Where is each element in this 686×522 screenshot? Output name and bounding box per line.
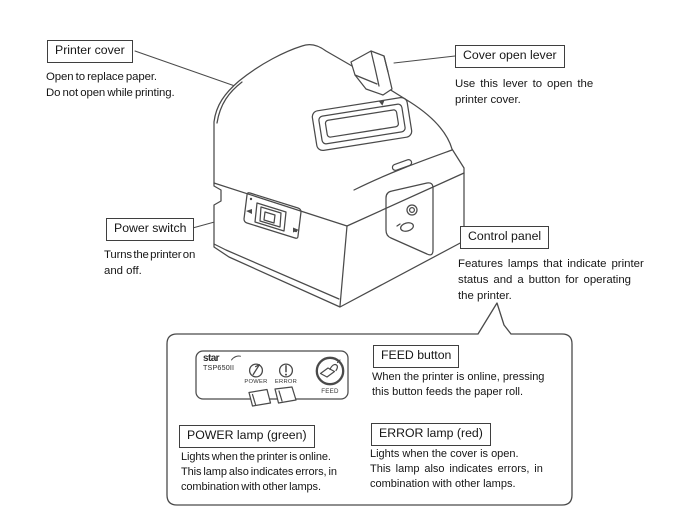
power-lamp-caption: POWER: [244, 378, 268, 385]
control-panel-recess: [385, 182, 434, 256]
lamp-tabs: [248, 386, 297, 407]
error-lamp-label: ERROR lamp (red): [371, 423, 491, 446]
power-switch-desc-line: and off.: [104, 265, 142, 277]
printer-cover-label: Printer cover: [47, 40, 133, 63]
control-panel-description: Features lamps that indicate printer sta…: [458, 256, 644, 304]
control-panel-label: Control panel: [460, 226, 550, 249]
printer-illustration: [213, 44, 465, 308]
power-lamp-desc-line: combination with other lamps.: [181, 481, 321, 493]
error-lamp-caption: ERROR: [274, 378, 298, 385]
error-lamp-desc-line: Lights when the cover is open.: [370, 448, 519, 460]
power-switch-label: Power switch: [106, 218, 195, 241]
printer-cover-description: Open to replace paper. Do not open while…: [46, 69, 175, 101]
power-switch-desc-line: Turns the printer on: [104, 249, 196, 261]
power-lamp-icon: [248, 363, 264, 378]
cover-open-lever-description: Use this lever to open the printer cover…: [455, 76, 593, 108]
feed-button-label: FEED button: [373, 345, 460, 368]
printer-cover-desc-line: Open to replace paper.: [46, 71, 157, 83]
power-lamp-desc-line: Lights when the printer is online.: [181, 451, 331, 463]
control-panel-graphic: [195, 350, 349, 407]
cover-open-lever-label: Cover open lever: [455, 45, 565, 68]
feed-button-icon: [315, 356, 345, 386]
cover-open-lever-part: [350, 50, 393, 96]
printer-cover-desc-line: Do not open while printing.: [46, 87, 175, 99]
model-name: TSP650II: [203, 363, 235, 372]
error-lamp-desc-line: This lamp also indicates errors, in: [370, 463, 543, 475]
cover-open-lever-desc-line: Use this lever to open the: [455, 78, 594, 90]
cutter-slot: [391, 158, 413, 172]
feed-button-caption: FEED: [321, 387, 339, 395]
feed-button-desc-line: When the printer is online, pressing: [372, 371, 545, 383]
control-panel-desc-line: Features lamps that indicate printer: [458, 258, 644, 270]
power-switch-part: [243, 192, 302, 239]
error-lamp-desc-line: combination with other lamps.: [370, 478, 516, 490]
power-lamp-desc-line: This lamp also indicates errors, in: [181, 466, 337, 478]
paper-slot: [311, 96, 413, 152]
star-logo: star: [203, 352, 220, 364]
power-switch-description: Turns the printer on and off.: [104, 247, 195, 279]
power-lamp-description: Lights when the printer is online. This …: [181, 450, 337, 495]
feed-button-description: When the printer is online, pressing thi…: [372, 370, 544, 400]
control-panel-desc-line: status and a button for operating: [458, 274, 632, 286]
cover-open-lever-desc-line: printer cover.: [455, 94, 521, 106]
feed-button-desc-line: this button feeds the paper roll.: [372, 386, 524, 398]
error-lamp-description: Lights when the cover is open. This lamp…: [370, 447, 543, 492]
error-lamp-icon: [278, 363, 294, 378]
control-panel-desc-line: the printer.: [458, 290, 512, 302]
power-lamp-label: POWER lamp (green): [179, 425, 315, 448]
